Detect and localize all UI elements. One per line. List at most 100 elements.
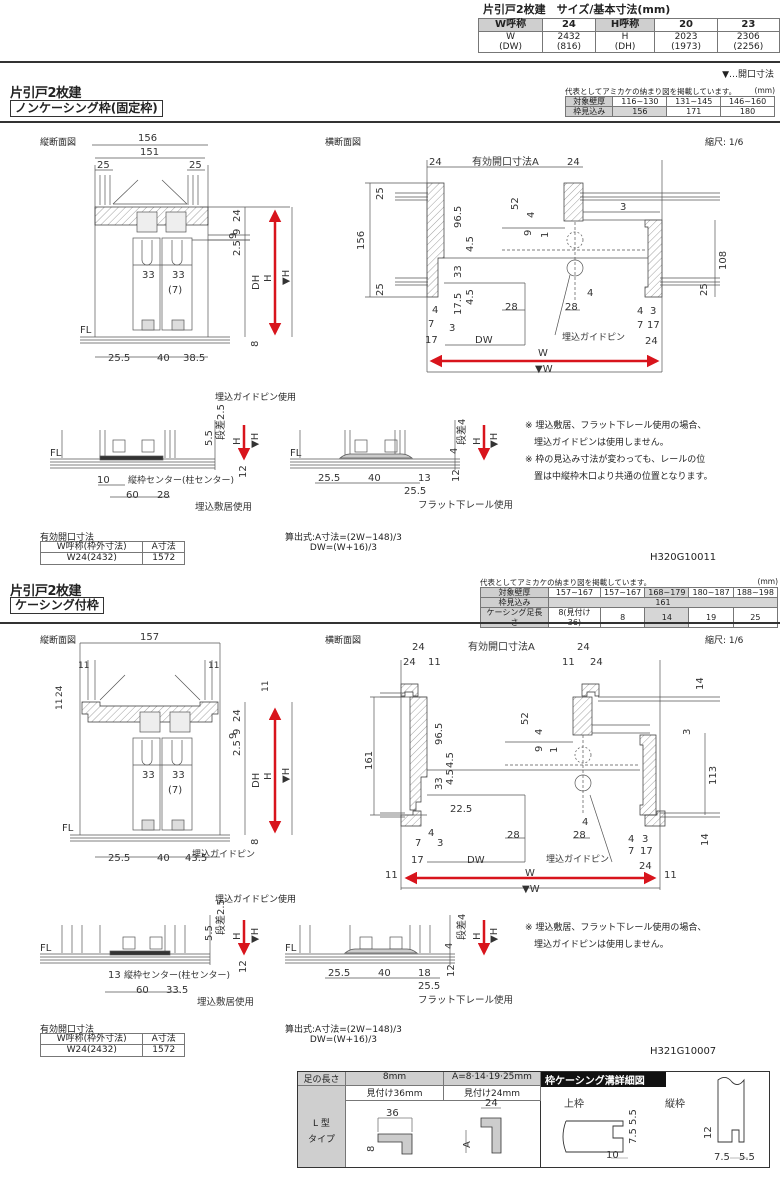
section2-flat-rail-drawing xyxy=(285,915,455,979)
label: 156 xyxy=(138,133,157,144)
label: 33 xyxy=(434,777,445,790)
label: タイプ xyxy=(307,1135,335,1145)
label: H xyxy=(472,932,483,940)
label: 17 xyxy=(425,335,438,346)
label: 4.5 xyxy=(465,236,476,252)
label: 5.5 xyxy=(204,430,215,446)
opening-table: W呼称(枠外寸法)A寸法 W24(2432)1572 xyxy=(39,540,185,565)
label: 2.5 xyxy=(232,740,243,756)
label: ▼H xyxy=(281,768,292,783)
opening-title: 有効開口寸法 xyxy=(40,533,95,543)
label: 24 xyxy=(639,861,652,872)
label: 33 xyxy=(172,270,185,281)
label: H xyxy=(472,437,483,445)
label: 24 xyxy=(577,642,590,653)
label: 埋込敷居使用 xyxy=(197,996,254,1008)
label: (mm) xyxy=(754,86,775,95)
label: W24(2432) xyxy=(39,552,144,565)
label: 33 xyxy=(142,270,155,281)
label: W xyxy=(538,348,548,359)
label: 7.5 xyxy=(714,1152,730,1163)
label: 11 xyxy=(562,657,575,668)
label: 9 xyxy=(523,230,534,236)
label: 161 xyxy=(364,751,375,770)
divider xyxy=(0,61,780,63)
label: FL xyxy=(40,943,52,954)
section1-embedded-sill-drawing xyxy=(50,420,216,498)
label: 25.5 xyxy=(108,353,130,364)
label: 5.5 xyxy=(739,1152,755,1163)
label: W24(2432) xyxy=(39,1044,144,1057)
label: 12 xyxy=(238,960,249,973)
section1-title: 片引戸2枚建 xyxy=(10,86,82,101)
label: DW xyxy=(467,855,485,866)
label: 13 xyxy=(418,473,431,484)
section1-small-dims: FL 5.5 段差2.5 H ▼H 12 10 縦枠センター(柱センター) 60… xyxy=(50,404,513,513)
label: ▼H xyxy=(489,433,500,448)
label: 14 xyxy=(700,833,711,846)
label: A xyxy=(462,1141,473,1148)
label: ※ 枠の見込み寸法が変わっても、レールの位 xyxy=(525,455,706,465)
label: 12 xyxy=(451,469,462,482)
rep-note: 代表としてアミカケの納まり図を掲載しています。(mm) xyxy=(480,577,778,588)
label: 24 xyxy=(55,685,65,697)
label: 段差4 xyxy=(455,914,468,940)
label: 9 xyxy=(232,229,243,235)
label: 代表としてアミカケの納まり図を掲載しています。 xyxy=(565,87,737,96)
label: 4 xyxy=(449,448,460,454)
label: ※ 埋込敷居、フラット下レール使用の場合、 xyxy=(525,421,707,431)
label: 161 xyxy=(547,597,779,609)
label: 足の長さ xyxy=(298,1072,346,1086)
detail-title: 枠ケーシング溝詳細図 xyxy=(541,1072,666,1087)
cell: 2432 xyxy=(557,31,581,42)
label: 28 xyxy=(573,830,586,841)
label: DW xyxy=(475,335,493,346)
label: 有効開口寸法A xyxy=(472,155,539,168)
section1-vertical-drawing xyxy=(80,144,293,358)
label: ▼H xyxy=(250,928,261,943)
label: 4.5 xyxy=(445,752,456,768)
label: 算出式:A寸法=(2W−148)/3 xyxy=(285,533,402,543)
label: 2.5 xyxy=(232,240,243,256)
label: 11 xyxy=(208,661,219,671)
label: 52 xyxy=(510,197,521,210)
label: 156 xyxy=(356,231,367,250)
scale-label: 縮尺: 1/6 xyxy=(705,636,744,646)
label: 4.5 xyxy=(465,289,476,305)
label: 4 xyxy=(526,212,537,218)
label: 25.5 xyxy=(108,853,130,864)
horizontal-section-label: 横断面図 xyxy=(325,138,362,148)
label: 24 xyxy=(232,709,243,722)
label: 14 xyxy=(695,677,706,690)
label: 28 xyxy=(505,302,518,313)
label: L 型 xyxy=(313,1119,330,1129)
label: 11 xyxy=(261,681,271,692)
label: 5.5 xyxy=(628,1109,639,1125)
label: 25.5 xyxy=(318,473,340,484)
label: (7) xyxy=(168,285,182,296)
label: 11 xyxy=(664,870,677,881)
label: 36 xyxy=(386,1108,399,1119)
divider xyxy=(0,121,780,123)
cell: W呼称 xyxy=(477,18,544,32)
label: 8 xyxy=(366,1146,377,1152)
label: 7 xyxy=(428,319,434,330)
label: 12 xyxy=(703,1126,714,1139)
label: 151 xyxy=(140,147,159,158)
label: 8mm xyxy=(346,1072,444,1086)
label: 段差4 xyxy=(455,419,468,445)
label: フラット下レール使用 xyxy=(418,499,513,511)
label: 24 xyxy=(645,336,658,347)
cell: 2023 xyxy=(674,31,698,42)
label: H xyxy=(263,274,274,282)
label: 52 xyxy=(520,712,531,725)
label: 11 xyxy=(385,870,398,881)
label: 4.5 xyxy=(445,769,456,785)
section1-horizontal-drawing xyxy=(365,160,720,373)
label: 96.5 xyxy=(434,723,445,745)
section2-small-dims: FL 5.5 段差2.5 H ▼H 12 13 縦枠センター(柱センター) 60… xyxy=(40,899,513,1008)
label: 38.5 xyxy=(183,353,205,364)
label: 縦枠 xyxy=(665,1097,685,1110)
label: 埋込ガイドピン xyxy=(192,849,255,860)
